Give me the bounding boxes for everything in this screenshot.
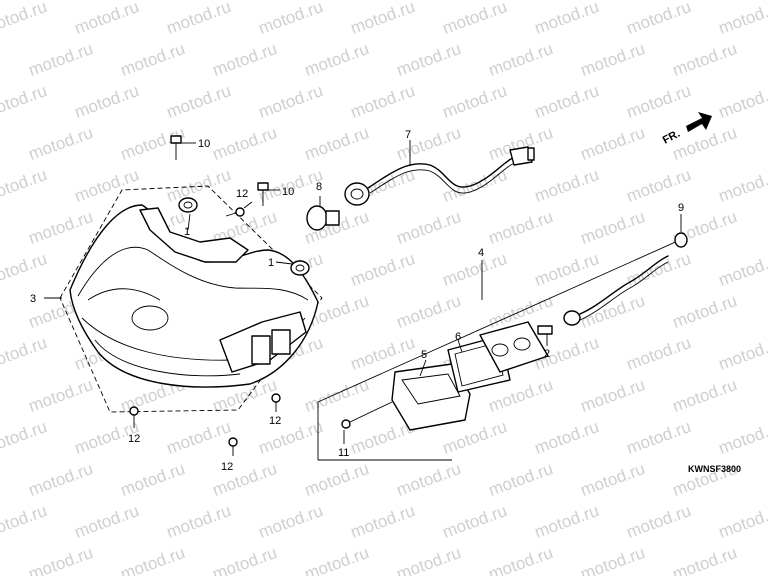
callout-12: 12 <box>221 461 233 473</box>
callout-5: 5 <box>421 349 427 361</box>
screw-icon <box>341 401 393 444</box>
bulb-icon <box>306 196 340 231</box>
screw-icon <box>271 393 281 412</box>
connector-icon <box>509 146 535 166</box>
grommet-icon <box>290 260 310 276</box>
wire-harness <box>367 156 516 189</box>
callout-10: 10 <box>282 186 294 198</box>
callout-9: 9 <box>678 202 684 214</box>
callout-10: 10 <box>198 138 210 150</box>
light-housing <box>479 321 549 373</box>
callout-12: 12 <box>269 415 281 427</box>
callout-3: 3 <box>30 293 36 305</box>
bolt-icon <box>170 135 182 160</box>
bulb-socket-icon <box>344 182 370 206</box>
small-bulb-icon <box>537 325 553 346</box>
front-arrow: FR. <box>661 112 712 147</box>
socket-left <box>251 335 271 365</box>
callout-1: 1 <box>268 257 274 269</box>
callout-labels: 3 10 10 12 1 1 12 12 12 7 8 9 4 6 5 2 11 <box>30 129 684 473</box>
callout-12: 12 <box>128 433 140 445</box>
grommet-icon <box>178 197 198 213</box>
callout-8: 8 <box>316 181 322 193</box>
callout-4: 4 <box>478 247 484 259</box>
socket-right <box>271 329 291 355</box>
socket-icon <box>563 310 581 326</box>
callout-2: 2 <box>544 348 550 360</box>
diagram-code: KWNSF3800 <box>688 464 741 474</box>
arrow-icon <box>686 112 712 132</box>
bolt-icon <box>257 182 269 206</box>
assembly-frame <box>59 185 323 413</box>
screw-icon <box>129 406 139 428</box>
grommet-icon <box>674 232 688 248</box>
screw-icon <box>225 207 245 217</box>
callout-1: 1 <box>184 226 190 238</box>
license-light-assembly <box>317 214 688 461</box>
callout-7: 7 <box>405 129 411 141</box>
bulb-and-harness <box>306 140 535 231</box>
screw-icon <box>228 437 238 456</box>
front-label: FR. <box>661 128 682 147</box>
upper-bracket <box>139 207 249 263</box>
callout-11: 11 <box>338 447 349 459</box>
headlight-assembly <box>44 135 323 456</box>
callout-6: 6 <box>455 331 461 343</box>
callout-12: 12 <box>236 188 248 200</box>
